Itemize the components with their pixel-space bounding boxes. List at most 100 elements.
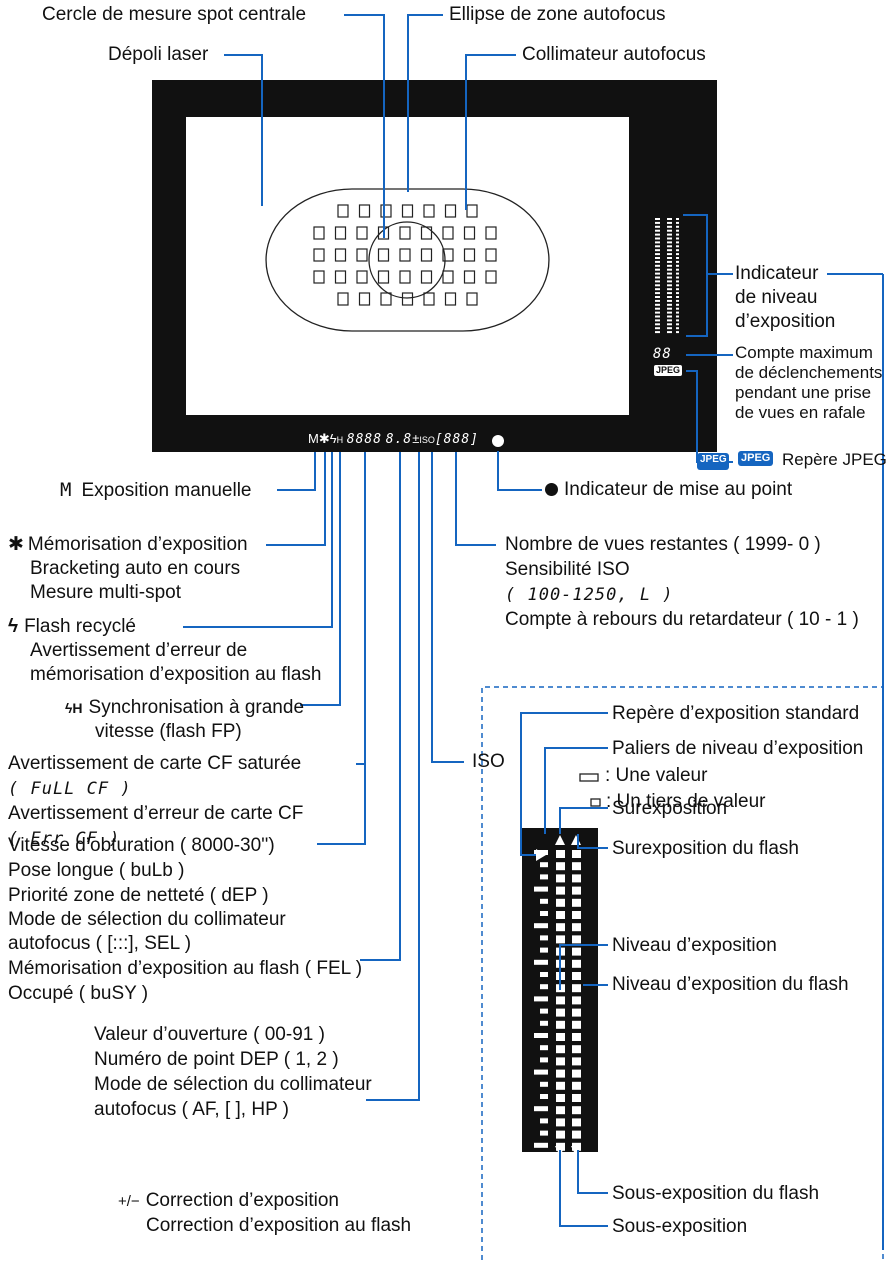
af-point (358, 292, 371, 306)
label-af-ellipse: Ellipse de zone autofocus (449, 4, 666, 25)
level-segment (556, 996, 565, 1005)
scale-step-mark (534, 886, 548, 892)
scale-step (667, 311, 672, 314)
label-max-burst-4: de vues en rafale (735, 403, 866, 422)
leader-over (559, 807, 608, 834)
level-segment (572, 1118, 581, 1127)
level-segment (556, 1045, 565, 1054)
scale-step (655, 331, 660, 334)
scale-step (655, 253, 660, 256)
label-bulb: Pose longue ( buLb ) (8, 860, 185, 881)
manual-m-icon: M (60, 479, 72, 501)
label-third-stop: : Un tiers de valeur (606, 791, 766, 812)
scale-step (676, 229, 679, 232)
level-segment (556, 1081, 565, 1090)
level-segment (556, 886, 565, 895)
af-point (313, 248, 325, 262)
leader-focus-confirm (497, 451, 542, 491)
scale-step (676, 303, 679, 306)
scale-step (667, 296, 672, 298)
scale-step (655, 311, 660, 314)
level-segment (572, 1081, 581, 1090)
label-af-mode2-2: autofocus ( AF, [ ], HP ) (94, 1099, 290, 1120)
af-point (356, 248, 368, 262)
scale-step (676, 268, 679, 271)
jpeg-badge-leader: JPEG (700, 454, 727, 465)
scale-step (667, 272, 672, 275)
leader-exposure-indicator (683, 214, 708, 337)
af-point (356, 226, 368, 240)
leader-manual (277, 452, 316, 491)
af-point (334, 248, 347, 262)
label-fp-2: vitesse (flash FP) (95, 721, 242, 742)
scale-step (667, 257, 672, 259)
scale-step (667, 221, 672, 224)
scale-step (655, 307, 660, 310)
lcd-frames: [888] (434, 432, 479, 447)
scale-step (655, 323, 660, 326)
level-segment (572, 898, 581, 907)
af-point (377, 248, 390, 262)
scale-step (667, 237, 672, 240)
scale-step (676, 253, 679, 256)
lcd-comp-icon: ± (412, 431, 420, 446)
lcd-h-icon: H (336, 435, 344, 445)
lcd-max-burst: 88 (653, 346, 672, 362)
af-point (466, 204, 478, 218)
label-level: Niveau d’exposition (612, 935, 777, 956)
level-segment (572, 874, 581, 883)
label-max-burst-1: Compte maximum (735, 343, 873, 362)
scale-step-mark (540, 1020, 548, 1026)
lcd-ae-lock-icon: ✱ (318, 431, 330, 446)
af-point (313, 226, 325, 240)
jpeg-badge: JPEG (738, 451, 774, 466)
level-segment (572, 862, 581, 871)
label-focus-confirm-text: Indicateur de mise au point (564, 479, 793, 500)
scale-step (655, 237, 660, 240)
level-segment (572, 850, 581, 858)
label-exposure-indicator-1: Indicateur (735, 263, 819, 284)
scale-step (667, 229, 672, 232)
scale-step-mark (540, 874, 548, 880)
scale-step (667, 327, 672, 330)
scale-step (676, 292, 679, 295)
label-self-timer: Compte à rebours du retardateur ( 10 - 1… (505, 609, 859, 630)
scale-step (667, 323, 672, 326)
scale-step-mark (534, 996, 548, 1002)
scale-step (667, 307, 672, 310)
af-point (485, 226, 497, 240)
label-max-burst-3: pendant une prise (735, 383, 872, 402)
scale-step (667, 276, 672, 279)
level-segment (556, 1094, 565, 1102)
label-af-mode-2: autofocus ( [:::], SEL ) (8, 933, 192, 954)
af-zone-ellipse (265, 188, 550, 332)
af-point (313, 270, 325, 284)
level-segment (556, 1033, 565, 1041)
leader-flash-over (577, 834, 608, 849)
scale-step-mark (534, 959, 548, 965)
scale-step-mark (534, 1142, 548, 1148)
scale-step (655, 276, 660, 279)
scale-step (667, 284, 672, 287)
af-point (444, 292, 457, 306)
label-af-point: Collimateur autofocus (522, 44, 706, 65)
scale-step (655, 225, 660, 228)
level-segment (556, 898, 565, 907)
scale-step (676, 241, 679, 244)
scale-step (655, 299, 660, 302)
af-point (442, 226, 454, 240)
under-arrow (571, 1146, 581, 1156)
scale-step (655, 327, 660, 330)
scale-step (655, 257, 660, 259)
af-point (466, 292, 478, 306)
label-cf-full: Avertissement de carte CF saturée (8, 753, 302, 774)
level-segment (556, 1118, 565, 1127)
leader-shutter (317, 764, 366, 845)
af-point (356, 270, 368, 284)
label-multispot: Mesure multi-spot (30, 582, 181, 603)
ae-lock-icon: ✱ (8, 534, 24, 555)
scale-step (655, 249, 660, 252)
scale-step (667, 260, 672, 263)
leader-fp (300, 452, 341, 706)
af-point (337, 204, 349, 218)
